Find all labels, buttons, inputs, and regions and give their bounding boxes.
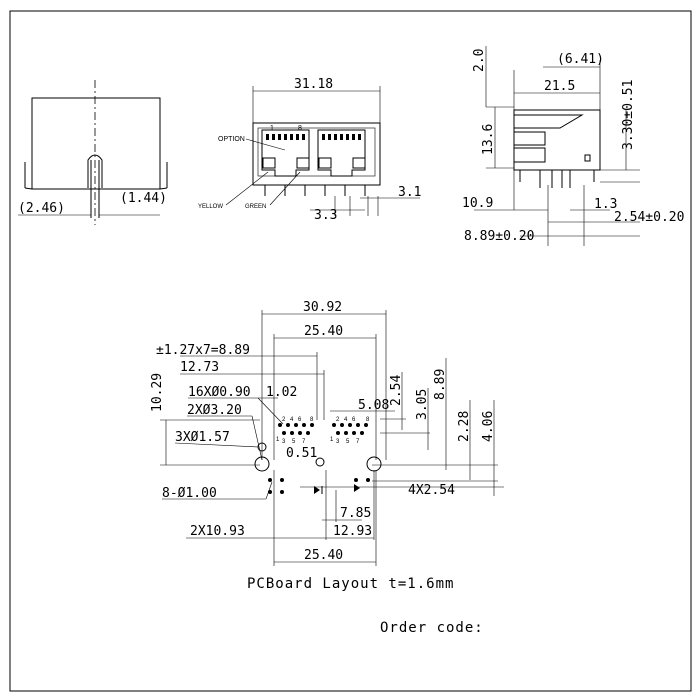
pcb-dim-4x2-54: 4X2.54 (408, 483, 455, 498)
pcb-dim-25-40-bottom: 25.40 (304, 548, 343, 563)
pin-label-4-right: 4 (344, 417, 348, 423)
pcb-dim-0-51: 0.51 (286, 446, 317, 461)
pcb-dim-2-28: 2.28 (457, 411, 472, 442)
front-pin-8-label: 8 (298, 125, 302, 132)
pcb-dim-2x10-93: 2X10.93 (190, 524, 245, 539)
pcb-dim-2-54: 2.54 (389, 375, 404, 406)
front-yellow-label: YELLOW (198, 204, 223, 210)
front-option-label: OPTION (218, 136, 245, 143)
order-code-label: Order code: (380, 620, 484, 636)
right-dim-2-0: 2.0 (472, 49, 487, 72)
pin-label-5-left: 5 (292, 439, 296, 445)
pin-label-6-right: 6 (352, 417, 356, 423)
pin-label-1-right: 1 (330, 437, 334, 443)
front-green-label: GREEN (245, 204, 266, 210)
pcb-dim-3-05: 3.05 (415, 389, 430, 420)
pcb-dim-25-40-top: 25.40 (304, 324, 343, 339)
pcb-dim-8-89: 8.89 (433, 369, 448, 400)
pin-label-2-right: 2 (336, 417, 340, 423)
pcb-dim-30-92: 30.92 (303, 300, 342, 315)
right-dim-2-54: 2.54±0.20 (614, 210, 684, 225)
pcb-dim-1-02: 1.02 (266, 385, 297, 400)
pcb-dim-12-73: 12.73 (180, 360, 219, 375)
pin-label-1-left: 1 (276, 437, 280, 443)
pcb-dim-12-93: 12.93 (333, 524, 372, 539)
pin-label-8-right: 8 (366, 417, 370, 423)
pcb-dim-16x: 16XØ0.90 (188, 385, 251, 400)
pcb-dim-7-85: 7.85 (340, 506, 371, 521)
right-dim-8-89: 8.89±0.20 (464, 229, 534, 244)
front-dim-3-1: 3.1 (398, 185, 421, 200)
pin-label-3-left: 3 (282, 439, 286, 445)
pcb-dim-3x1-57: 3XØ1.57 (175, 430, 230, 445)
right-view: 2.0 (6.41) 21.5 13.6 3.30±0.51 10.9 1.3 … (462, 46, 684, 246)
front-view: 31.18 1 8 OPTION YELLOW (198, 77, 421, 223)
pcb-pins: 2 4 6 8 1 3 5 7 2 4 6 8 1 3 5 7 (276, 417, 370, 445)
front-dim-width: 31.18 (294, 77, 333, 92)
pin-label-7-left: 7 (302, 439, 306, 445)
pin-label-7-right: 7 (356, 439, 360, 445)
pin-label-4-left: 4 (290, 417, 294, 423)
pcb-dim-8-1-00: 8-Ø1.00 (162, 486, 217, 501)
right-dim-6-41: (6.41) (557, 52, 604, 67)
right-dim-13-6: 13.6 (481, 124, 496, 155)
pin-label-3-right: 3 (336, 439, 340, 445)
pin-label-6-left: 6 (298, 417, 302, 423)
right-dim-21-5: 21.5 (544, 79, 575, 94)
side-dim-left: (2.46) (18, 201, 65, 216)
pin-label-5-right: 5 (346, 439, 350, 445)
right-dim-1-3: 1.3 (594, 197, 617, 212)
side-view: (2.46) (1.44) (18, 80, 168, 225)
pcb-dim-10-29: 10.29 (150, 373, 165, 412)
pcb-caption: PCBoard Layout t=1.6mm (247, 576, 454, 592)
pcb-dim-pitch: ±1.27x7=8.89 (156, 343, 250, 358)
pcb-dim-5-08: 5.08 (358, 398, 389, 413)
pin-label-8-left: 8 (310, 417, 314, 423)
drawing-frame (9, 10, 692, 692)
pcb-layout: 30.92 25.40 ±1.27x7=8.89 12.73 10.29 16X… (150, 300, 504, 566)
front-pin-1-label: 1 (270, 125, 274, 132)
front-dim-3-3: 3.3 (314, 208, 337, 223)
pin-label-2-left: 2 (282, 417, 286, 423)
pcb-dim-2x3-20: 2XØ3.20 (187, 403, 242, 418)
pcb-dim-4-06: 4.06 (481, 411, 496, 442)
right-dim-10-9: 10.9 (462, 196, 493, 211)
right-dim-3-30: 3.30±0.51 (621, 80, 636, 150)
side-dim-right: (1.44) (120, 191, 167, 206)
